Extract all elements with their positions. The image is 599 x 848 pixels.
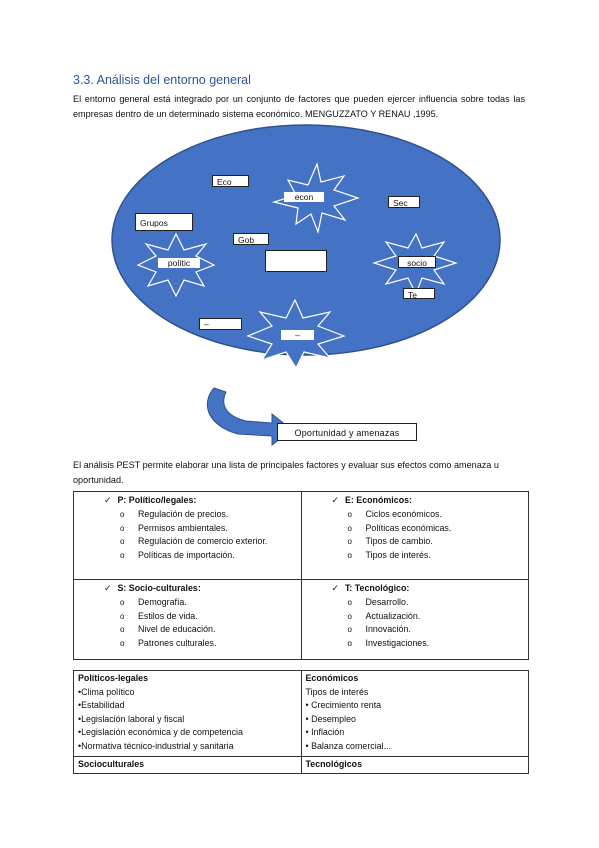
pest-technological-cell: ✓T: Tecnológico: Desarrollo. Actualizaci… [300,579,529,660]
star-label-bottom: – [281,330,314,340]
star-label-socio: socio [398,256,436,268]
label-te: Te [403,288,435,299]
summary-economic-subtitle: Tipos de interés [305,686,369,697]
list-item: Patrones culturales. [120,637,297,651]
list-item: Regulación de comercio exterior. [120,535,290,549]
list-item: Demografía. [120,596,297,610]
pest-social-cell: ✓S: Socio-culturales: Demografía. Estilo… [73,579,302,660]
check-icon: ✓ [331,583,339,593]
list-item: •Normativa técnico-industrial y sanitari… [78,740,234,751]
check-icon: ✓ [104,495,112,505]
list-item: •Legislación laboral y fiscal [78,713,185,724]
label-sec: Sec [388,196,420,208]
list-item: Políticas económicas. [348,522,525,536]
summary-technological-cell: Tecnológicos [300,755,529,775]
pest-social-list: Demografía. Estilos de vida. Nivel de ed… [78,596,297,650]
label-center-box [265,250,327,272]
pest-social-title: ✓S: Socio-culturales: [104,583,201,593]
opportunity-box: Oportunidad y amenazas [277,423,417,441]
pest-table: ✓P: Político/legales: Regulación de prec… [73,491,529,660]
star-label-econ: econ [284,192,324,202]
pest-political-list: Regulación de precios. Permisos ambienta… [78,508,297,562]
label-grupos: Grupos [135,213,193,231]
summary-political-title: Políticos-legales [78,673,149,683]
list-item: Investigaciones. [348,637,525,651]
pest-political-cell: ✓P: Político/legales: Regulación de prec… [73,491,302,580]
check-icon: ✓ [104,583,112,593]
label-eco: Eco [212,175,249,187]
summary-economic-cell: Económicos Tipos de interés • Crecimient… [300,670,529,757]
list-item: Nivel de educación. [120,623,297,637]
list-item: • Balanza comercial... [305,740,391,751]
pest-economic-cell: ✓E: Económicos: Ciclos económicos. Polít… [300,491,529,580]
list-item: Regulación de precios. [120,508,297,522]
label-gob: Gob [233,233,269,245]
check-icon: ✓ [331,495,339,505]
list-item: • Crecimiento renta [305,700,382,711]
list-item: • Inflación [305,727,345,738]
pest-technological-title: ✓T: Tecnológico: [331,583,410,593]
pest-political-title: ✓P: Político/legales: [104,495,197,505]
list-item: •Estabilidad [78,700,125,711]
list-item: Actualización. [348,610,525,624]
summary-social-cell: Socioculturales [73,755,302,775]
intro-paragraph: El entorno general está integrado por un… [73,94,525,119]
section-heading: 3.3. Análisis del entorno general [73,73,251,87]
star-label-politic: polític [158,258,200,268]
list-item: Permisos ambientales. [120,522,297,536]
list-item: Desarrollo. [348,596,525,610]
list-item: •Legislación económica y de competencia [78,727,243,738]
pest-economic-title: ✓E: Económicos: [331,495,413,505]
list-item: • Desempleo [305,713,356,724]
environment-diagram [111,124,501,446]
list-item: Innovación. [348,623,525,637]
list-item: Tipos de cambio. [348,535,525,549]
summary-political-cell: Políticos-legales •Clima político •Estab… [73,670,302,757]
summary-economic-title: Económicos [305,673,359,683]
list-item: Ciclos económicos. [348,508,525,522]
list-item: •Clima político [78,686,135,697]
list-item: Estilos de vida. [120,610,297,624]
list-item: Tipos de interés. [348,549,525,563]
list-item: Políticas de importación. [120,549,297,563]
label-dash: – [199,318,242,330]
summary-table: Políticos-legales •Clima político •Estab… [73,670,529,775]
pest-technological-list: Desarrollo. Actualización. Innovación. I… [306,596,525,650]
pest-economic-list: Ciclos económicos. Políticas económicas.… [306,508,525,562]
pest-intro: El análisis PEST permite elaborar una li… [73,460,499,485]
